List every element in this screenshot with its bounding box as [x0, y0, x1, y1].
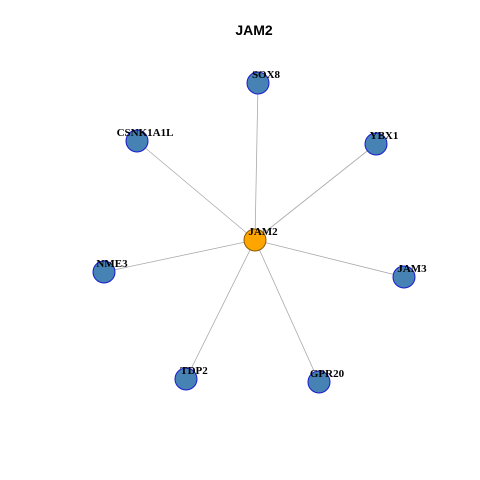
- edge-jam2-sox8: [254, 82, 259, 241]
- edge-jam2-gpr20: [254, 239, 320, 383]
- node-circle: [174, 367, 198, 391]
- node-label: JAM2: [248, 226, 278, 238]
- node-tdp2: TDP2: [174, 365, 208, 391]
- node-circle: [92, 260, 116, 284]
- node-circle: [243, 228, 267, 252]
- node-jam2: JAM2: [243, 226, 278, 252]
- node-circle: [246, 71, 270, 95]
- node-label: NME3: [96, 258, 128, 270]
- edge-jam2-tdp2: [185, 239, 256, 380]
- node-label: JAM3: [397, 263, 427, 275]
- edge-jam2-ybx1: [254, 143, 377, 241]
- node-ybx1: YBX1: [364, 130, 399, 156]
- edge-jam2-csnk1a1l: [136, 140, 256, 241]
- node-sox8: SOX8: [246, 69, 281, 95]
- edge-jam2-jam3: [254, 239, 405, 278]
- node-label: CSNK1A1L: [117, 127, 174, 139]
- diagram-title: JAM2: [235, 22, 273, 38]
- node-label: GPR20: [310, 368, 345, 380]
- node-label: SOX8: [252, 69, 281, 81]
- node-circle: [307, 370, 331, 394]
- node-csnk1a1l: CSNK1A1L: [117, 127, 174, 153]
- node-label: YBX1: [370, 130, 399, 142]
- node-jam3: JAM3: [392, 263, 427, 289]
- edges-layer: [103, 82, 405, 383]
- node-label: TDP2: [180, 365, 208, 377]
- node-circle: [125, 129, 149, 153]
- node-gpr20: GPR20: [307, 368, 345, 394]
- node-circle: [364, 132, 388, 156]
- edge-jam2-nme3: [103, 239, 256, 273]
- node-nme3: NME3: [92, 258, 128, 284]
- node-circle: [392, 265, 416, 289]
